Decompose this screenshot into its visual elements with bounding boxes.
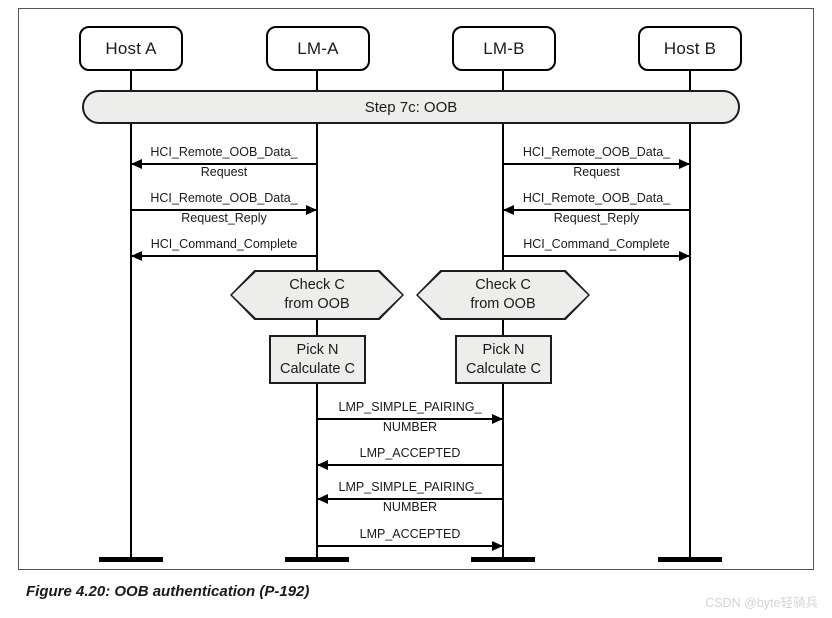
- message-label-line2: NUMBER: [382, 500, 438, 514]
- actor-label-host-a: Host A: [105, 38, 157, 58]
- message-line: [503, 255, 690, 257]
- message-label-line2: Request_Reply: [181, 211, 267, 225]
- message-label-line1: HCI_Command_Complete: [150, 237, 298, 251]
- process-label-line2: Calculate C: [280, 360, 355, 377]
- message-line: [317, 498, 503, 500]
- terminator-host-b: [658, 557, 722, 562]
- watermark: CSDN @byte轻骑兵: [705, 596, 818, 610]
- step-banner-label: Step 7c: OOB: [364, 98, 458, 116]
- actor-box-lm-a[interactable]: LM-A: [266, 26, 370, 71]
- message-label-line1: LMP_SIMPLE_PAIRING_: [338, 480, 482, 494]
- process-label-line2: Calculate C: [466, 360, 541, 377]
- message-label-line1: HCI_Remote_OOB_Data_: [522, 191, 671, 205]
- decision-label-line1: Check C: [289, 277, 345, 293]
- message-line: [131, 255, 317, 257]
- arrowhead-left-icon: [131, 159, 142, 169]
- message-label-line1: LMP_SIMPLE_PAIRING_: [338, 400, 482, 414]
- message-label-line1: HCI_Remote_OOB_Data_: [150, 191, 298, 205]
- actor-label-lm-a: LM-A: [297, 38, 339, 58]
- message-label-line1: HCI_Command_Complete: [523, 237, 670, 251]
- message-line: [131, 209, 317, 211]
- message-line: [503, 209, 690, 211]
- arrowhead-right-icon: [306, 205, 317, 215]
- actor-label-lm-b: LM-B: [483, 38, 525, 58]
- actor-box-host-a[interactable]: Host A: [79, 26, 183, 71]
- actor-box-host-b[interactable]: Host B: [638, 26, 742, 71]
- decision-label-line2: from OOB: [284, 296, 350, 312]
- arrowhead-right-icon: [679, 159, 690, 169]
- arrowhead-left-icon: [317, 494, 328, 504]
- arrowhead-right-icon: [679, 251, 690, 261]
- message-label-line2: Request: [200, 165, 248, 179]
- arrowhead-left-icon: [131, 251, 142, 261]
- terminator-lm-b: [471, 557, 535, 562]
- message-label-line2: NUMBER: [382, 420, 438, 434]
- terminator-lm-a: [285, 557, 349, 562]
- message-label-line1: LMP_ACCEPTED: [359, 527, 461, 541]
- message-line: [503, 163, 690, 165]
- process-label-line1: Pick N: [296, 341, 339, 358]
- process-label-line1: Pick N: [482, 341, 525, 358]
- decision-hexagon-lm-a[interactable]: Check C from OOB: [232, 272, 402, 318]
- process-box-lm-b[interactable]: Pick N Calculate C: [455, 335, 552, 384]
- terminator-host-a: [99, 557, 163, 562]
- message-label-line1: HCI_Remote_OOB_Data_: [150, 145, 298, 159]
- decision-label-line1: Check C: [475, 277, 531, 293]
- message-line: [317, 464, 503, 466]
- step-banner: Step 7c: OOB: [82, 90, 740, 124]
- message-line: [317, 418, 503, 420]
- lifeline-host-a: [130, 70, 132, 560]
- message-line: [317, 545, 503, 547]
- arrowhead-left-icon: [317, 460, 328, 470]
- decision-label-line2: from OOB: [470, 296, 536, 312]
- process-box-lm-a[interactable]: Pick N Calculate C: [269, 335, 366, 384]
- actor-box-lm-b[interactable]: LM-B: [452, 26, 556, 71]
- message-label-line2: Request: [573, 165, 620, 179]
- actor-label-host-b: Host B: [663, 38, 717, 58]
- message-label-line1: HCI_Remote_OOB_Data_: [522, 145, 671, 159]
- decision-hexagon-lm-b[interactable]: Check C from OOB: [418, 272, 588, 318]
- message-label-line2: Request_Reply: [553, 211, 640, 225]
- arrowhead-right-icon: [492, 541, 503, 551]
- figure-caption: Figure 4.20: OOB authentication (P-192): [26, 583, 310, 600]
- arrowhead-left-icon: [503, 205, 514, 215]
- message-label-line1: LMP_ACCEPTED: [359, 446, 461, 460]
- message-line: [131, 163, 317, 165]
- arrowhead-right-icon: [492, 414, 503, 424]
- lifeline-host-b: [689, 70, 691, 560]
